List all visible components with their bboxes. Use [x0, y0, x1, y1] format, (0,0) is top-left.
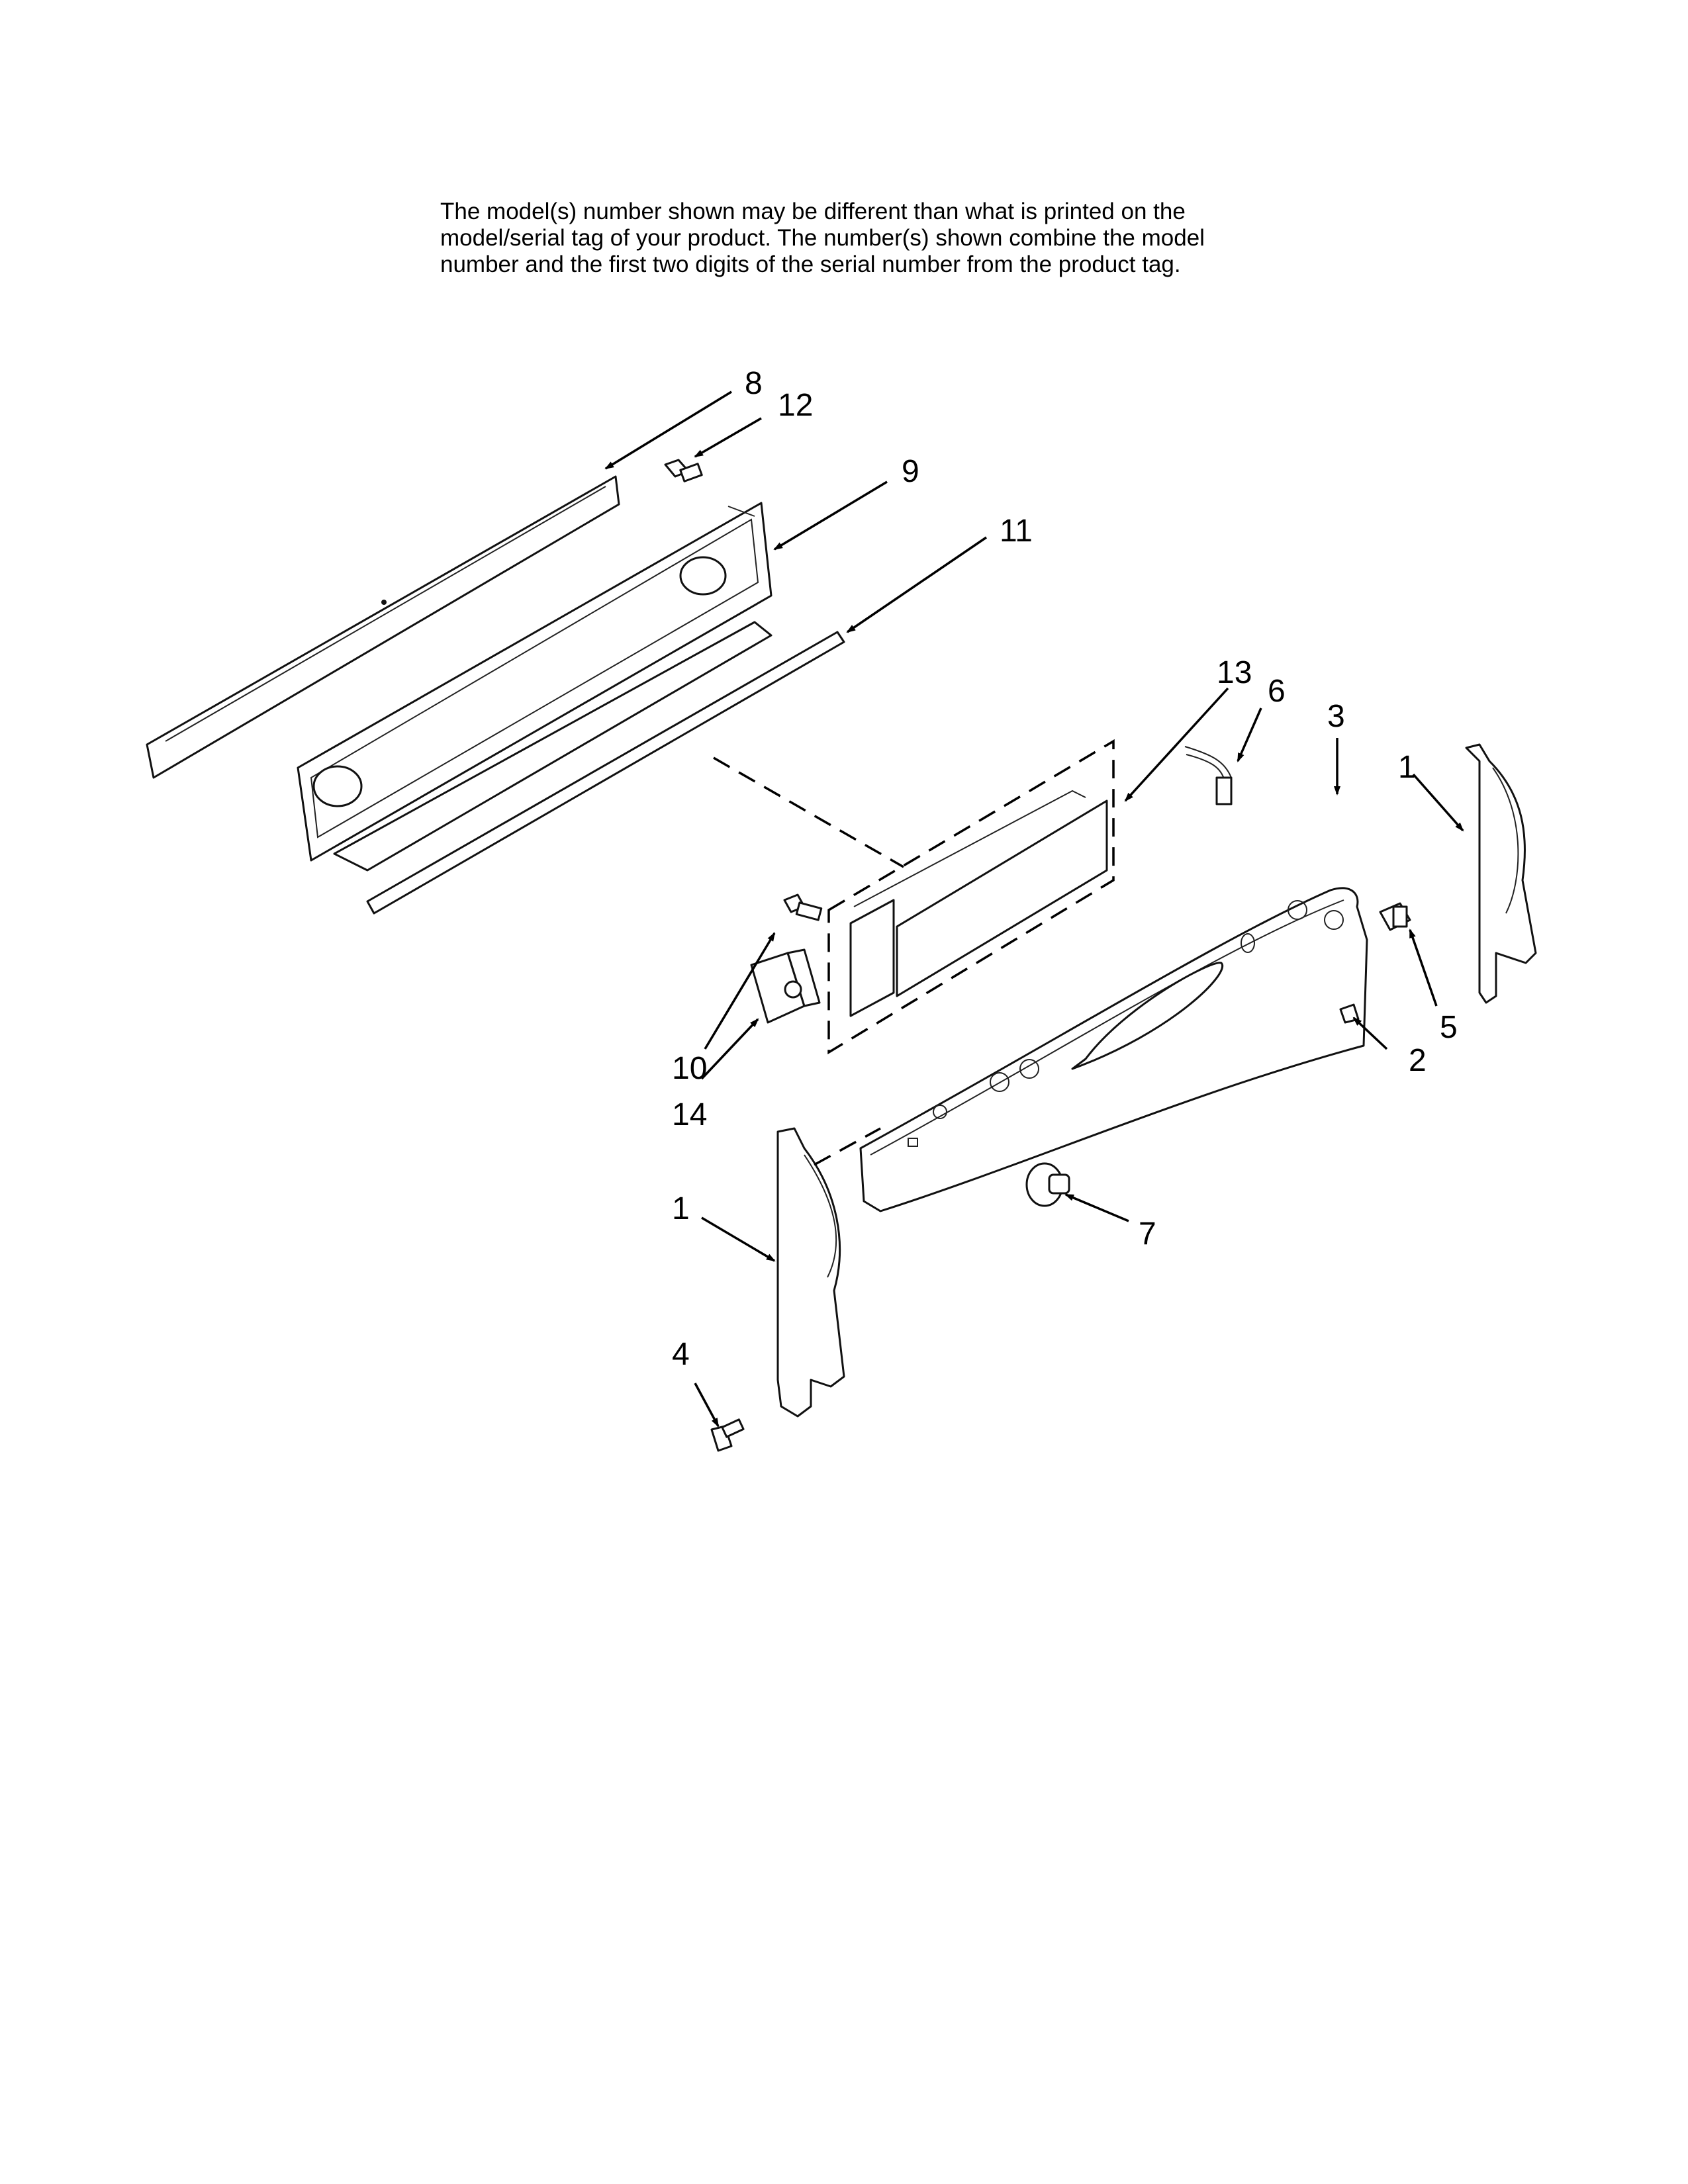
- part-9-rear-housing: [297, 502, 773, 862]
- part-10-screw: [783, 893, 823, 921]
- part-1-left-endcap: [776, 1127, 881, 1418]
- part-5-bracket: [1379, 902, 1411, 931]
- callout-11: 11: [1000, 514, 1033, 549]
- part-11-lower-strip: [366, 631, 845, 915]
- callout-4: 4: [672, 1337, 690, 1372]
- callout-14: 14: [672, 1097, 707, 1132]
- note-line-3: number and the first two digits of the s…: [440, 251, 1181, 277]
- part-12-screw: [664, 459, 703, 482]
- part-1-right-endcap: [1465, 743, 1537, 1004]
- callout-10: 10: [672, 1051, 707, 1086]
- callout-7: 7: [1139, 1216, 1156, 1251]
- part-14-switch: [750, 948, 821, 1024]
- callout-6: 6: [1268, 674, 1286, 709]
- callout-5: 5: [1440, 1010, 1458, 1045]
- callout-1-right: 1: [1398, 750, 1416, 785]
- callout-13: 13: [1217, 655, 1252, 690]
- part-3-control-console: [859, 887, 1368, 1212]
- housing-floor-plate: [333, 621, 773, 872]
- part-7-knob: [1025, 1162, 1070, 1207]
- leader-lines: [604, 390, 1464, 1428]
- note-line-1: The model(s) number shown may be differe…: [440, 199, 1186, 224]
- callout-12: 12: [778, 388, 813, 423]
- part-4-screw: [710, 1418, 745, 1452]
- callout-2: 2: [1409, 1043, 1427, 1078]
- callout-3: 3: [1327, 699, 1345, 734]
- part-8-rear-cover: [146, 475, 620, 779]
- callout-9: 9: [902, 454, 919, 489]
- callout-1-left: 1: [672, 1191, 690, 1226]
- part-6-wire-harness: [1184, 746, 1233, 805]
- model-number-note: The model(s) number shown may be differe…: [440, 199, 1367, 278]
- callout-labels: 8 12 9 11 13 6 3 1 5 2 10 14 7 1 4: [672, 366, 1458, 1372]
- note-line-2: model/serial tag of your product. The nu…: [440, 225, 1205, 251]
- part-13-electronic-control: [713, 739, 1115, 1055]
- callout-8: 8: [745, 366, 763, 401]
